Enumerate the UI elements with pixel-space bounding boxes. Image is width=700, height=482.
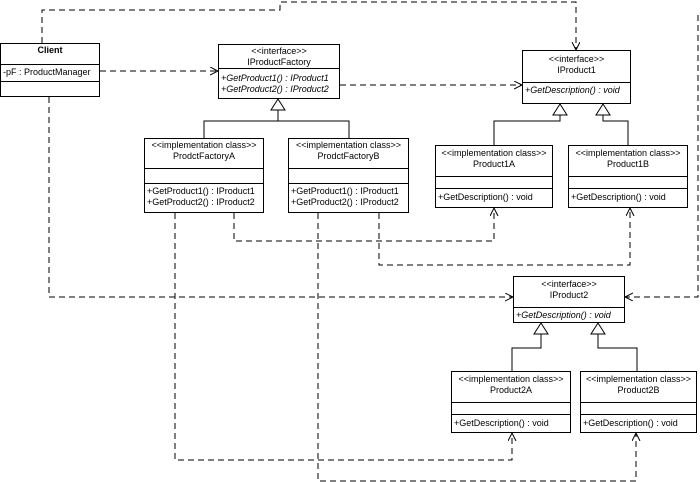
method-row: +GetProduct1() : IProduct1 bbox=[147, 186, 255, 196]
class-name: IProductFactory bbox=[247, 57, 311, 67]
attributes-section bbox=[436, 176, 552, 188]
dependency-edge-iproduct2 bbox=[625, 15, 699, 297]
dependency-client-iproduct2 bbox=[48, 97, 513, 297]
class-iproductfactory[interactable]: <<interface>> IProductFactory +GetProduc… bbox=[218, 44, 340, 99]
stereotype: <<implementation class>> bbox=[575, 148, 681, 158]
stereotype: <<implementation class>> bbox=[151, 140, 257, 150]
method-row: +GetProduct2() : IProduct2 bbox=[147, 197, 255, 207]
method-row: +GetProduct1() : IProduct1 bbox=[221, 73, 329, 83]
class-iproduct2[interactable]: <<interface>> IProduct2 +GetDescription(… bbox=[513, 276, 625, 323]
method-row: +GetProduct1() : IProduct1 bbox=[291, 186, 399, 196]
class-product2b[interactable]: <<implementation class>> Product2B +GetD… bbox=[580, 371, 697, 433]
method-row: +GetProduct2() : IProduct2 bbox=[221, 84, 329, 94]
attributes-section bbox=[145, 168, 263, 183]
class-client[interactable]: Client -pF : ProductManager bbox=[0, 43, 100, 97]
realization-triangle-iproduct2-b bbox=[590, 322, 606, 335]
dependency-factoryb-product2b bbox=[317, 213, 636, 482]
method-row: +GetProduct2() : IProduct2 bbox=[291, 197, 399, 207]
attributes-section bbox=[452, 402, 570, 414]
method-row: +GetDescription() : void bbox=[438, 192, 533, 202]
class-name: Product1A bbox=[472, 159, 516, 169]
realization-triangle-iproduct1-b bbox=[595, 103, 611, 116]
realization-triangle-iproductfactory bbox=[270, 98, 286, 111]
realization-triangle-iproduct2-a bbox=[533, 322, 549, 335]
dependency-factorya-product2a bbox=[174, 213, 512, 461]
class-name: Product1B bbox=[606, 159, 650, 169]
class-prodctfactoryb[interactable]: <<implementation class>> ProdctFactoryB … bbox=[288, 138, 409, 213]
class-product1b[interactable]: <<implementation class>> Product1B +GetD… bbox=[568, 145, 688, 208]
realization-product1a bbox=[493, 115, 561, 145]
methods-section bbox=[1, 81, 99, 97]
class-name: ProdctFactoryA bbox=[172, 151, 236, 161]
stereotype: <<interface>> bbox=[548, 54, 605, 64]
realization-product2a bbox=[511, 334, 542, 371]
stereotype: <<implementation class>> bbox=[585, 374, 692, 384]
stereotype: <<interface>> bbox=[541, 279, 597, 289]
method-row: +GetDescription() : void bbox=[516, 310, 611, 320]
class-name: Product2B bbox=[617, 385, 660, 395]
class-name: Product2A bbox=[489, 385, 533, 395]
attributes-section bbox=[289, 168, 408, 183]
class-name: Client bbox=[37, 45, 63, 55]
stereotype: <<interface>> bbox=[251, 46, 307, 56]
attribute-row: -pF : ProductManager bbox=[3, 67, 91, 77]
dependency-factorya-product1a bbox=[233, 208, 494, 242]
class-name: IProduct1 bbox=[557, 65, 596, 75]
realization-product1b bbox=[602, 115, 629, 145]
method-row: +GetDescription() : void bbox=[525, 85, 620, 95]
method-row: +GetDescription() : void bbox=[571, 192, 666, 202]
stereotype: <<implementation class>> bbox=[295, 140, 402, 150]
realization-factoryb bbox=[278, 120, 350, 138]
dependency-client-iproduct1 bbox=[41, 1, 576, 50]
method-row: +GetDescription() : void bbox=[454, 418, 549, 428]
class-iproduct1[interactable]: <<interface>> IProduct1 +GetDescription(… bbox=[522, 50, 631, 104]
class-product1a[interactable]: <<implementation class>> Product1A +GetD… bbox=[435, 145, 553, 208]
realization-product2b bbox=[597, 334, 638, 371]
stereotype: <<implementation class>> bbox=[458, 374, 564, 384]
stereotype: <<implementation class>> bbox=[441, 148, 547, 158]
realization-triangle-iproduct1-a bbox=[552, 103, 568, 116]
attributes-section bbox=[581, 402, 696, 414]
method-row: +GetDescription() : void bbox=[583, 418, 678, 428]
class-prodctfactorya[interactable]: <<implementation class>> ProdctFactoryA … bbox=[144, 138, 264, 213]
realization-factorya bbox=[203, 110, 279, 138]
attributes-section bbox=[569, 176, 687, 188]
class-name: IProduct2 bbox=[549, 290, 589, 300]
dependency-factoryb-product1b bbox=[378, 208, 630, 266]
class-name: ProdctFactoryB bbox=[317, 151, 380, 161]
class-product2a[interactable]: <<implementation class>> Product2A +GetD… bbox=[451, 371, 571, 433]
